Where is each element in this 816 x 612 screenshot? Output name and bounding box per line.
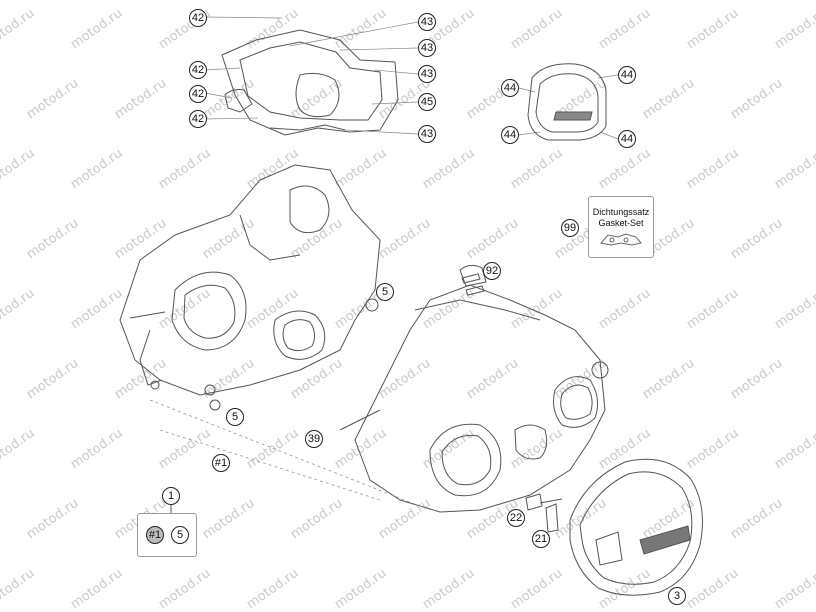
callout-assembly-ref-1[interactable]: #1 [212,454,230,472]
clutch-cover-drawing [569,458,703,596]
gasket-set-label-de: Dichtungssatz [592,207,650,217]
callout-1[interactable]: 1 [162,487,180,505]
callout-21[interactable]: 21 [532,530,550,548]
callout-42-third[interactable]: 42 [189,85,207,103]
ignition-cover-drawing [527,63,607,141]
callout-5-upper[interactable]: 5 [376,283,394,301]
callout-44-bottom-left[interactable]: 44 [501,126,519,144]
callout-43-bottom[interactable]: 43 [418,125,436,143]
gasket-set-box: Dichtungssatz Gasket-Set [588,196,654,258]
callout-39[interactable]: 39 [305,430,323,448]
left-crankcase-drawing [119,164,381,396]
callout-42-bottom[interactable]: 42 [189,110,207,128]
assembly-dashed-lines [149,399,431,511]
callout-44-top-left[interactable]: 44 [501,79,519,97]
right-crankcase-drawing [209,264,609,513]
callout-44-bottom-right[interactable]: 44 [618,130,636,148]
callout-42-second[interactable]: 42 [189,61,207,79]
callout-22[interactable]: 22 [507,509,525,527]
dowel-pins-drawing [461,273,485,296]
gasket-set-label-en: Gasket-Set [598,218,644,228]
leader-lines [204,16,619,140]
legend-ref-5[interactable]: 5 [171,526,189,544]
callout-45[interactable]: 45 [418,93,436,111]
small-parts-drawing [525,493,563,533]
callout-43-second[interactable]: 43 [418,39,436,57]
cylinder-base-gasket-drawing [221,29,399,136]
callout-44-top-right[interactable]: 44 [618,66,636,84]
callout-3[interactable]: 3 [668,587,686,605]
callout-92[interactable]: 92 [483,262,501,280]
callout-99[interactable]: 99 [561,219,579,237]
callout-43-top[interactable]: 43 [418,13,436,31]
callout-5-lower[interactable]: 5 [226,408,244,426]
gasket-set-icon [600,233,642,246]
callout-43-third[interactable]: 43 [418,65,436,83]
callout-42-top[interactable]: 42 [189,9,207,27]
legend-ref-1[interactable]: #1 [146,526,164,544]
